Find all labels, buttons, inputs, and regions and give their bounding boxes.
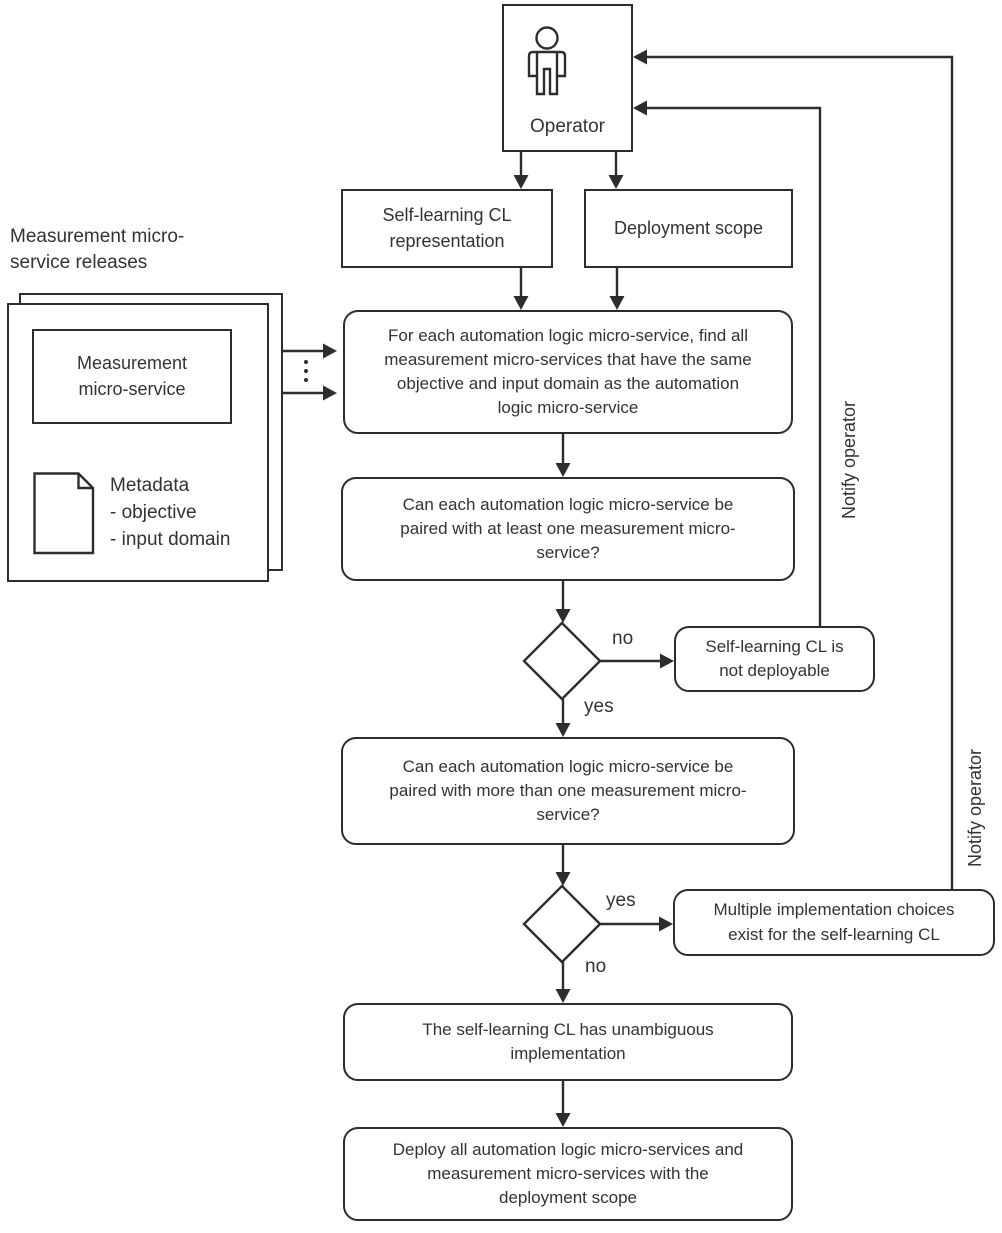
- arrowhead: [513, 296, 529, 310]
- notify-operator-label-2: Notify operator: [964, 748, 985, 868]
- person-icon: [527, 26, 567, 96]
- document-icon: [33, 472, 95, 555]
- edge-notify-operator-2: [646, 55, 954, 889]
- arrowhead: [659, 916, 673, 932]
- node-label: Can each automation logic micro-service …: [400, 494, 736, 563]
- arrowhead: [660, 653, 674, 669]
- node-find-measurement-services: For each automation logic micro-service,…: [343, 310, 793, 434]
- decision-diamond-1: [522, 621, 602, 701]
- node-label: Deploy all automation logic micro-servic…: [392, 1139, 744, 1208]
- node-label: Deployment scope: [613, 217, 764, 238]
- node-multiple-implementation-choices: Multiple implementation choices exist fo…: [673, 889, 995, 956]
- metadata-title: Metadata: [110, 475, 190, 496]
- node-deployment-scope: Deployment scope: [584, 189, 793, 268]
- ellipsis-dot: [304, 378, 308, 382]
- arrowhead: [513, 175, 529, 189]
- node-label: Measurement micro-service: [76, 352, 188, 399]
- arrowhead: [323, 385, 337, 401]
- measurement-releases-label: Measurement micro- service releases: [10, 226, 185, 274]
- node-label: For each automation logic micro-service,…: [384, 325, 752, 418]
- metadata-item: - input domain: [110, 528, 231, 550]
- node-label: Self-learning CL is not deployable: [705, 636, 844, 680]
- node-label: Can each automation logic micro-service …: [389, 756, 747, 825]
- ellipsis-dot: [304, 369, 308, 373]
- arrowhead: [555, 463, 571, 477]
- node-unambiguous-implementation: The self-learning CL has unambiguous imp…: [343, 1003, 793, 1081]
- edge-label-d2-no: no: [585, 956, 607, 977]
- notify-operator-label-1: Notify operator: [838, 400, 859, 520]
- node-question-more-than-one: Can each automation logic micro-service …: [341, 737, 795, 845]
- arrowhead: [555, 609, 571, 623]
- node-question-at-least-one: Can each automation logic micro-service …: [341, 477, 795, 581]
- node-label: Self-learning CL representation: [382, 204, 512, 251]
- node-deploy-all: Deploy all automation logic micro-servic…: [343, 1127, 793, 1221]
- node-label: Operator: [530, 116, 605, 137]
- node-measurement-micro-service: Measurement micro-service: [32, 329, 232, 424]
- node-not-deployable: Self-learning CL is not deployable: [674, 626, 875, 692]
- metadata-item: - objective: [110, 501, 197, 523]
- node-label: The self-learning CL has unambiguous imp…: [422, 1019, 714, 1063]
- arrowhead: [555, 1113, 571, 1127]
- arrowhead: [633, 100, 647, 116]
- node-label: Multiple implementation choices exist fo…: [713, 900, 955, 944]
- arrowhead: [555, 723, 571, 737]
- arrowhead: [555, 989, 571, 1003]
- edge-label-d2-yes: yes: [606, 890, 636, 911]
- arrowhead: [609, 296, 625, 310]
- decision-diamond-2: [522, 884, 602, 964]
- arrowhead: [323, 343, 337, 359]
- metadata-block: Metadata - objective - input domain: [110, 473, 230, 554]
- edge-label-d1-no: no: [612, 628, 634, 649]
- arrowhead: [608, 175, 624, 189]
- edge-notify-operator-1: [646, 106, 822, 626]
- node-self-learning-cl-representation: Self-learning CL representation: [341, 189, 553, 268]
- ellipsis-dot: [304, 360, 308, 364]
- arrowhead: [555, 872, 571, 886]
- node-operator: Operator: [502, 4, 633, 152]
- arrowhead: [633, 49, 647, 65]
- edge-label-d1-yes: yes: [584, 696, 614, 717]
